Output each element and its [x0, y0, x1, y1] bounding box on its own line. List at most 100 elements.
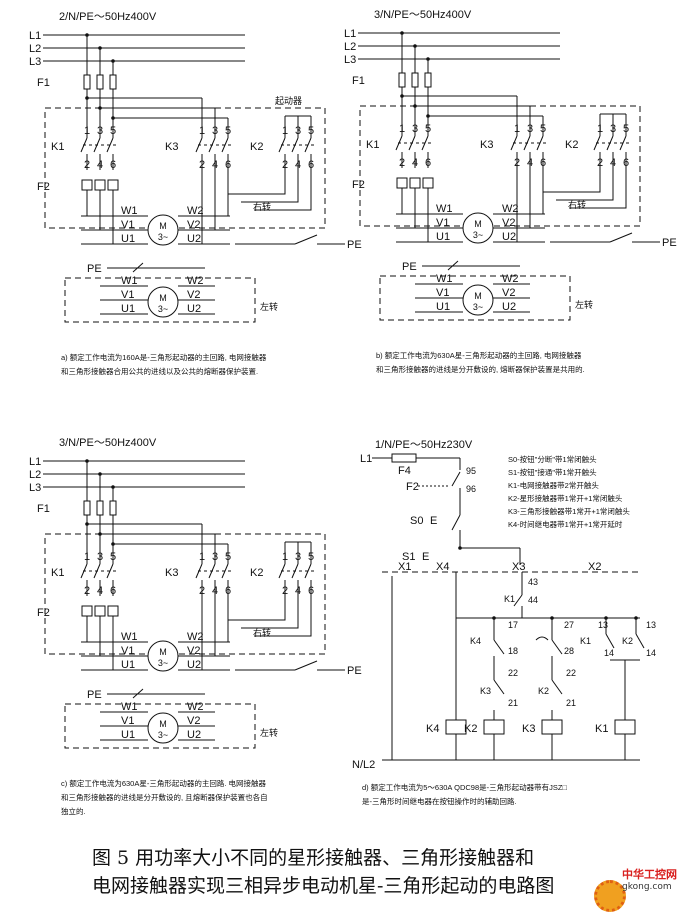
figure-title-line-1: 图 5 用功率大小不同的星形接触器、三角形接触器和 — [92, 847, 535, 869]
motor-label: M — [474, 291, 482, 301]
pe-switch — [294, 660, 318, 671]
pe-label-left: PE — [87, 689, 102, 701]
caption-line-3: 独立的. — [61, 806, 86, 816]
terminal-top: 1 — [84, 551, 90, 563]
caption-line-1: a) 额定工作电流为160A是-三角形起动器的主回路, 电网接触器 — [61, 352, 267, 362]
contactor-label-k1: K1 — [366, 139, 379, 151]
term-13a: 13 — [598, 620, 608, 630]
terminal-top: 3 — [97, 551, 103, 563]
motor-phase-label: 3~ — [473, 230, 483, 240]
terminal-top: 1 — [597, 123, 603, 135]
terminal-top: 3 — [97, 125, 103, 137]
term-96: 96 — [466, 484, 476, 494]
fuse-body — [96, 500, 104, 516]
terminal-bot: 2 — [282, 585, 288, 597]
k3-nc-contact — [493, 679, 505, 695]
caption-line-1: b) 额定工作电流为630A星-三角形起动器的主回路, 电网接触器 — [376, 350, 582, 360]
legend-item: K4-时间继电器带1常开+1常开延时 — [508, 519, 623, 529]
terminal-top: 5 — [623, 123, 629, 135]
coil-label: K1 — [595, 723, 608, 735]
terminal-top: 3 — [295, 551, 301, 563]
s0-e-label: E — [430, 515, 437, 527]
x4-label: X4 — [436, 561, 449, 573]
pe-switch — [294, 234, 318, 245]
coil-label: K3 — [522, 723, 535, 735]
fuse-label: F1 — [37, 503, 50, 515]
left-turn-label: 左转 — [575, 299, 593, 310]
overload-label: F2 — [352, 179, 365, 191]
legend-item: K2-星形接触器带1常开+1常闭触头 — [508, 493, 623, 503]
supply-label: 1/N/PE～50Hz230V — [375, 439, 473, 451]
overload-element — [409, 177, 421, 189]
coil-label: K2 — [464, 723, 477, 735]
fuse-label: F1 — [352, 75, 365, 87]
contactor-label-k2: K2 — [250, 567, 263, 579]
terminal-left: V1 — [436, 287, 449, 299]
left-turn-label: 左转 — [260, 727, 278, 738]
star-lead — [254, 596, 312, 637]
terminal-top: 5 — [225, 125, 231, 137]
terminal-left: V1 — [121, 715, 134, 727]
coil — [445, 719, 467, 735]
terminal-left: W1 — [121, 275, 138, 287]
panel-b-main-circuit-630A: 3/N/PE～50Hz400VL1L2L3F1K1123456K3123456K… — [344, 9, 677, 374]
k1-aux-label: K1 — [504, 594, 515, 604]
terminal-bot: 2 — [399, 157, 405, 169]
fuse-body — [109, 500, 117, 516]
terminal-left: W1 — [436, 203, 453, 215]
term-22b: 22 — [566, 668, 576, 678]
terminal-top: 3 — [212, 551, 218, 563]
terminal-top: 5 — [110, 125, 116, 137]
terminal-bot: 4 — [97, 585, 103, 597]
terminal-bot: 4 — [527, 157, 533, 169]
term-14b: 14 — [646, 648, 656, 658]
site-logo: 中华工控网 gkong.com — [592, 858, 692, 918]
line-label: L1 — [344, 28, 356, 40]
pe-switch — [132, 262, 144, 273]
terminal-right: U2 — [187, 233, 201, 245]
overload-label: F2 — [37, 181, 50, 193]
pe-label-left: PE — [402, 261, 417, 273]
fuse-body — [398, 72, 406, 88]
k3-contact-label: K3 — [480, 686, 491, 696]
motor-symbol-left — [147, 712, 179, 744]
f2-label: F2 — [406, 481, 419, 493]
terminal-bot: 6 — [110, 159, 116, 171]
legend-item: S1-按钮"接通"带1常开触头 — [508, 467, 597, 477]
terminal-left: V1 — [436, 217, 449, 229]
pe-label-right: PE — [662, 237, 677, 249]
star-lead — [241, 170, 299, 203]
terminal-top: 5 — [225, 551, 231, 563]
terminal-top: 3 — [527, 123, 533, 135]
caption-line-2: 和三角形接触器合用公共的进线以及公共的熔断器保护装置. — [61, 366, 258, 376]
overload-label: F2 — [37, 607, 50, 619]
terminal-bot: 6 — [540, 157, 546, 169]
terminal-top: 1 — [199, 125, 205, 137]
k2-contact-label: K2 — [538, 686, 549, 696]
supply-label: 3/N/PE～50Hz400V — [374, 9, 472, 21]
fuse-body — [83, 74, 91, 90]
line-label: L1 — [29, 456, 41, 468]
terminal-left: W1 — [436, 273, 453, 285]
contactor-label-k2: K2 — [250, 141, 263, 153]
overload-element — [422, 177, 434, 189]
overload-element — [81, 605, 93, 617]
coil — [483, 719, 505, 735]
coil-label: K4 — [426, 723, 439, 735]
fuse-body — [411, 72, 419, 88]
terminal-right: V2 — [502, 217, 515, 229]
terminal-right: V2 — [502, 287, 515, 299]
motor-label: M — [474, 219, 482, 229]
gear-icon — [594, 880, 626, 912]
term-22a: 22 — [508, 668, 518, 678]
s0-contact — [451, 514, 461, 531]
panel-c-main-circuit-separate-fuses: 3/N/PE～50Hz400VL1L2L3F1K1123456K3123456K… — [29, 437, 362, 816]
motor-phase-label: 3~ — [158, 730, 168, 740]
motor-symbol — [462, 212, 494, 244]
terminal-top: 3 — [295, 125, 301, 137]
caption-line-2: 是-三角形时间继电器在按钮操作时的辅助回路. — [362, 796, 517, 806]
term-27: 27 — [564, 620, 574, 630]
terminal-bot: 2 — [282, 159, 288, 171]
terminal-bot: 4 — [295, 585, 301, 597]
figure-title: 图 5 用功率大小不同的星形接触器、三角形接触器和 电网接触器实现三相异步电动机… — [92, 844, 632, 900]
